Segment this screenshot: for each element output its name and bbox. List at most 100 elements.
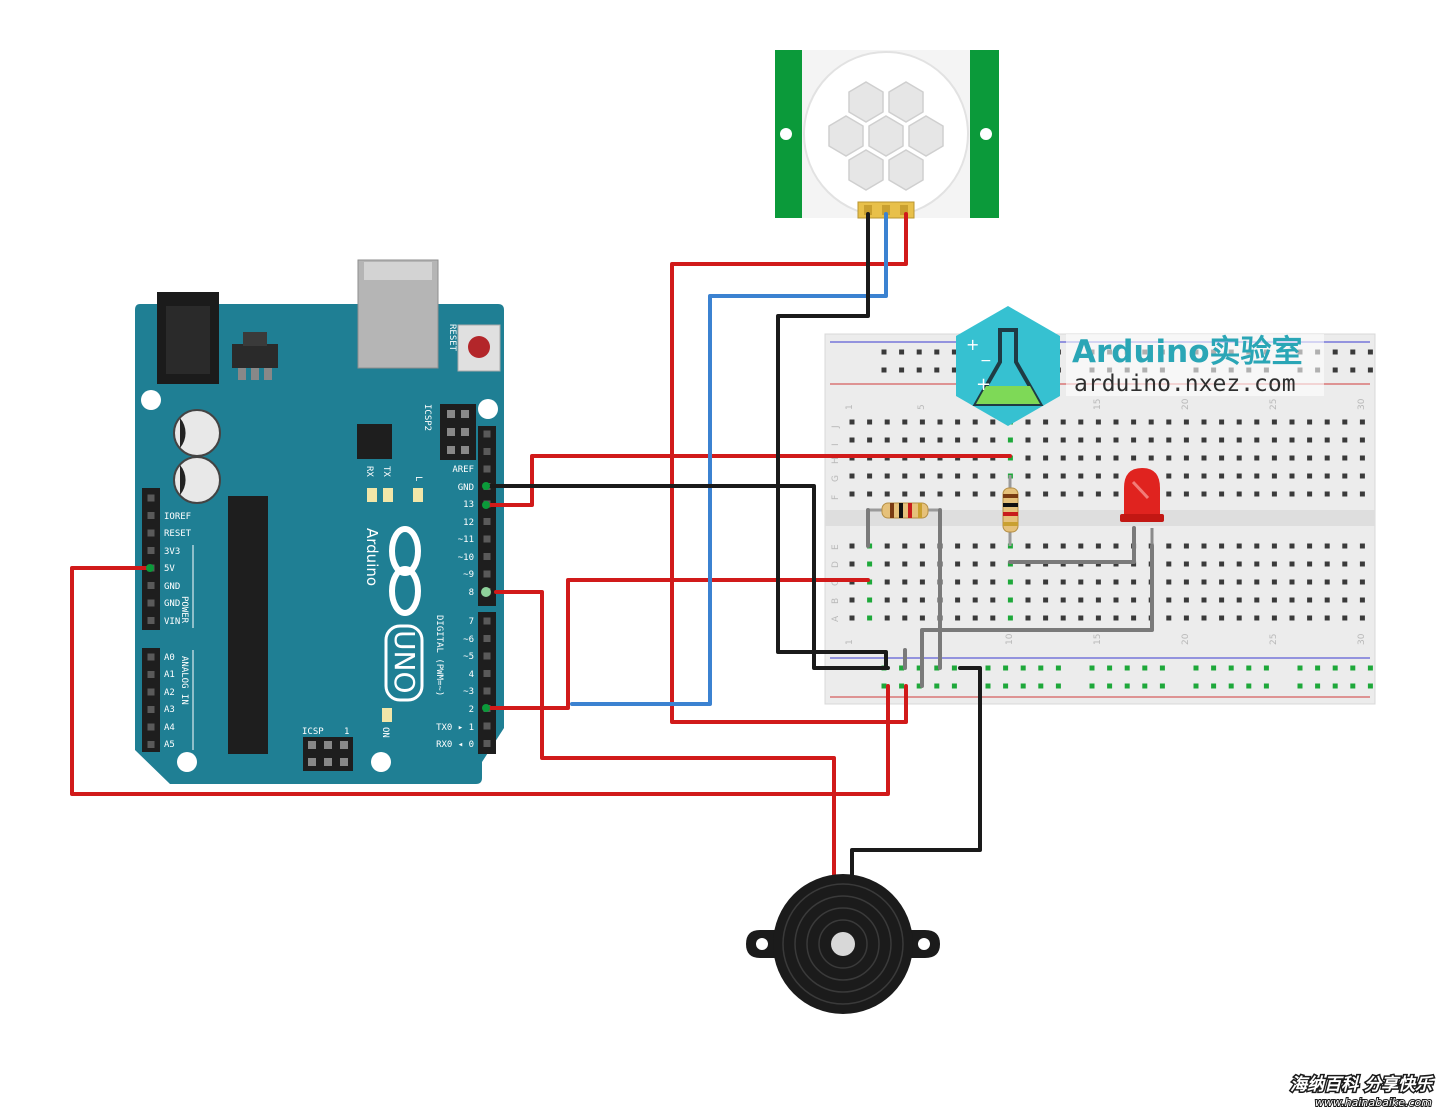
- breadboard-hole: [1271, 491, 1277, 497]
- breadboard-hole: [1131, 437, 1137, 443]
- breadboard-hole: [902, 473, 908, 479]
- breadboard-hole: [1289, 615, 1295, 621]
- breadboard-hole: [884, 543, 890, 549]
- header-pin: [147, 688, 155, 696]
- breadboard-hole: [972, 597, 978, 603]
- breadboard-hole: [1025, 455, 1031, 461]
- breadboard-hole: [1043, 473, 1049, 479]
- breadboard-hole: [1043, 579, 1049, 585]
- breadboard-hole: [1359, 437, 1365, 443]
- breadboard-hole: [1131, 455, 1137, 461]
- breadboard-hole: [1254, 597, 1260, 603]
- breadboard-hole: [1271, 561, 1277, 567]
- breadboard-hole: [1332, 367, 1338, 373]
- column-number: 30: [1357, 633, 1367, 645]
- breadboard-hole: [1342, 491, 1348, 497]
- breadboard-hole: [1007, 615, 1013, 621]
- breadboard-hole: [955, 543, 961, 549]
- breadboard-hole: [1193, 683, 1199, 689]
- breadboard-hole: [849, 615, 855, 621]
- arduino-logo: Arduino UNO: [363, 526, 424, 702]
- breadboard-hole: [1113, 473, 1119, 479]
- breadboard-hole: [1166, 419, 1172, 425]
- breadboard-hole: [1025, 597, 1031, 603]
- breadboard-hole: [1095, 455, 1101, 461]
- on-led: [382, 708, 392, 722]
- breadboard-hole: [902, 579, 908, 585]
- breadboard-hole: [884, 419, 890, 425]
- breadboard-hole: [1113, 615, 1119, 621]
- breadboard-hole: [990, 491, 996, 497]
- breadboard-hole: [1359, 491, 1365, 497]
- breadboard-hole: [1183, 561, 1189, 567]
- breadboard-hole: [919, 437, 925, 443]
- breadboard-hole: [867, 491, 873, 497]
- breadboard-hole: [1183, 419, 1189, 425]
- capacitor: [173, 456, 221, 504]
- breadboard-hole: [1095, 615, 1101, 621]
- breadboard-hole: [1342, 615, 1348, 621]
- pin-label: A0: [164, 653, 175, 663]
- arduino-lab-logo: + − + Arduino实验室 arduino.nxez.com: [956, 306, 1324, 426]
- watermark-cn: 海纳百科 分享快乐: [1290, 1075, 1434, 1095]
- header-pin: [483, 553, 491, 560]
- pin-label: A3: [164, 705, 175, 715]
- breadboard-hole: [1219, 597, 1225, 603]
- breadboard-hole: [1007, 455, 1013, 461]
- breadboard-hole: [1055, 683, 1061, 689]
- breadboard-hole: [919, 561, 925, 567]
- breadboard-hole: [1038, 665, 1044, 671]
- breadboard-hole: [1060, 543, 1066, 549]
- breadboard-hole: [1166, 579, 1172, 585]
- column-number: 5: [917, 404, 927, 410]
- breadboard-hole: [1307, 419, 1313, 425]
- rx-label: RX: [364, 466, 374, 477]
- breadboard-hole: [1271, 615, 1277, 621]
- breadboard-hole: [1332, 683, 1338, 689]
- breadboard-hole: [1060, 419, 1066, 425]
- breadboard-hole: [1307, 437, 1313, 443]
- breadboard-hole: [1289, 579, 1295, 585]
- breadboard-hole: [1236, 491, 1242, 497]
- on-label: ON: [380, 727, 390, 738]
- breadboard-hole: [1254, 455, 1260, 461]
- breadboard-hole: [1020, 683, 1026, 689]
- logo-url: arduino.nxez.com: [1074, 371, 1296, 397]
- breadboard-hole: [1043, 597, 1049, 603]
- breadboard-hole: [972, 561, 978, 567]
- breadboard-hole: [1254, 543, 1260, 549]
- header-pin: [147, 723, 155, 731]
- breadboard-hole: [1289, 543, 1295, 549]
- pin-label: A1: [164, 670, 175, 680]
- breadboard-hole: [1219, 473, 1225, 479]
- breadboard-hole: [1003, 665, 1009, 671]
- breadboard-hole: [1055, 665, 1061, 671]
- breadboard-hole: [1297, 683, 1303, 689]
- breadboard-hole: [1246, 665, 1252, 671]
- row-letter: B: [831, 598, 841, 604]
- breadboard-hole: [1307, 579, 1313, 585]
- breadboard-hole: [1254, 419, 1260, 425]
- breadboard-hole: [1289, 597, 1295, 603]
- breadboard-hole: [951, 665, 957, 671]
- breadboard-hole: [849, 491, 855, 497]
- breadboard-hole: [1289, 419, 1295, 425]
- breadboard-hole: [1166, 615, 1172, 621]
- header-pin: [147, 599, 155, 607]
- breadboard-hole: [1095, 473, 1101, 479]
- breadboard-hole: [899, 367, 905, 373]
- breadboard-hole: [1166, 437, 1172, 443]
- column-number: 10: [1005, 633, 1015, 645]
- breadboard-hole: [1359, 473, 1365, 479]
- pin-label: 3V3: [164, 547, 180, 557]
- breadboard-hole: [1324, 455, 1330, 461]
- column-number: 20: [1181, 398, 1191, 410]
- breadboard-hole: [1131, 597, 1137, 603]
- analog-pin-labels: A0 A1 A2 A3 A4 A5: [164, 653, 175, 750]
- pin-label: 8: [469, 588, 474, 598]
- breadboard-hole: [1201, 491, 1207, 497]
- red-wires: [70, 212, 1012, 882]
- breadboard-hole: [884, 491, 890, 497]
- breadboard-hole: [955, 579, 961, 585]
- breadboard-hole: [1124, 665, 1130, 671]
